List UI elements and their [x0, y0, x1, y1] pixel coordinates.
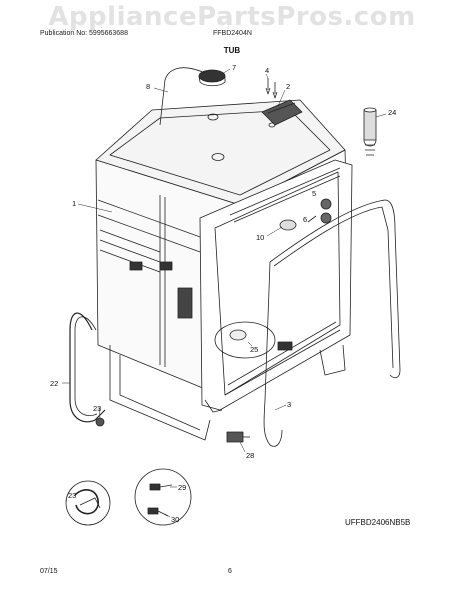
- hose-clamp-small: [95, 417, 105, 427]
- callout-leaders: [62, 68, 387, 518]
- tub-front-frame: [109, 159, 353, 441]
- callout-4: 4: [265, 66, 269, 75]
- washers: [307, 198, 332, 224]
- callout-5: 5: [312, 189, 316, 198]
- ring-gasket: [279, 219, 297, 231]
- callout-28: 28: [246, 451, 254, 460]
- callout-29: 29: [178, 483, 186, 492]
- model-number: FFBD2404N: [213, 30, 252, 37]
- wire-detail: [134, 468, 192, 526]
- callout-25: 25: [250, 345, 258, 354]
- frame-corner: [204, 399, 223, 413]
- vent-cap: [198, 69, 226, 87]
- float-switch: [226, 431, 250, 443]
- drain-hose: [69, 312, 106, 423]
- callout-23a: 23: [93, 404, 101, 413]
- door-gasket: [263, 199, 401, 447]
- diagram-reference-code: UFFBD2406NB5B: [345, 518, 411, 527]
- callout-24: 24: [388, 108, 396, 117]
- screws: [265, 78, 278, 99]
- callout-10: 10: [256, 233, 264, 242]
- callout-1: 1: [72, 199, 76, 208]
- page-number: 6: [228, 568, 232, 575]
- callout-30: 30: [171, 515, 179, 524]
- filter-assembly: [129, 261, 293, 351]
- callout-numbers: 1 2 3 4 5 6 7 8 10 22 23 23 24 25 28 29 …: [50, 63, 396, 524]
- watermark-text: AppliancePartsPros.com: [48, 2, 416, 32]
- callout-22: 22: [50, 379, 58, 388]
- mounting-bracket: [261, 99, 303, 126]
- publication-number: Publication No: 5995663688: [40, 30, 128, 37]
- leveling-leg: [363, 107, 377, 156]
- callout-2: 2: [286, 82, 290, 91]
- callout-6: 6: [303, 215, 307, 224]
- vent-hose: [159, 67, 206, 126]
- callout-8: 8: [146, 82, 150, 91]
- callout-7: 7: [232, 63, 236, 72]
- footer-date: 07/15: [40, 568, 58, 575]
- section-title: TUB: [223, 46, 241, 55]
- callout-23b: 23: [68, 491, 76, 500]
- callout-3: 3: [287, 400, 291, 409]
- clamp-detail: [65, 480, 111, 526]
